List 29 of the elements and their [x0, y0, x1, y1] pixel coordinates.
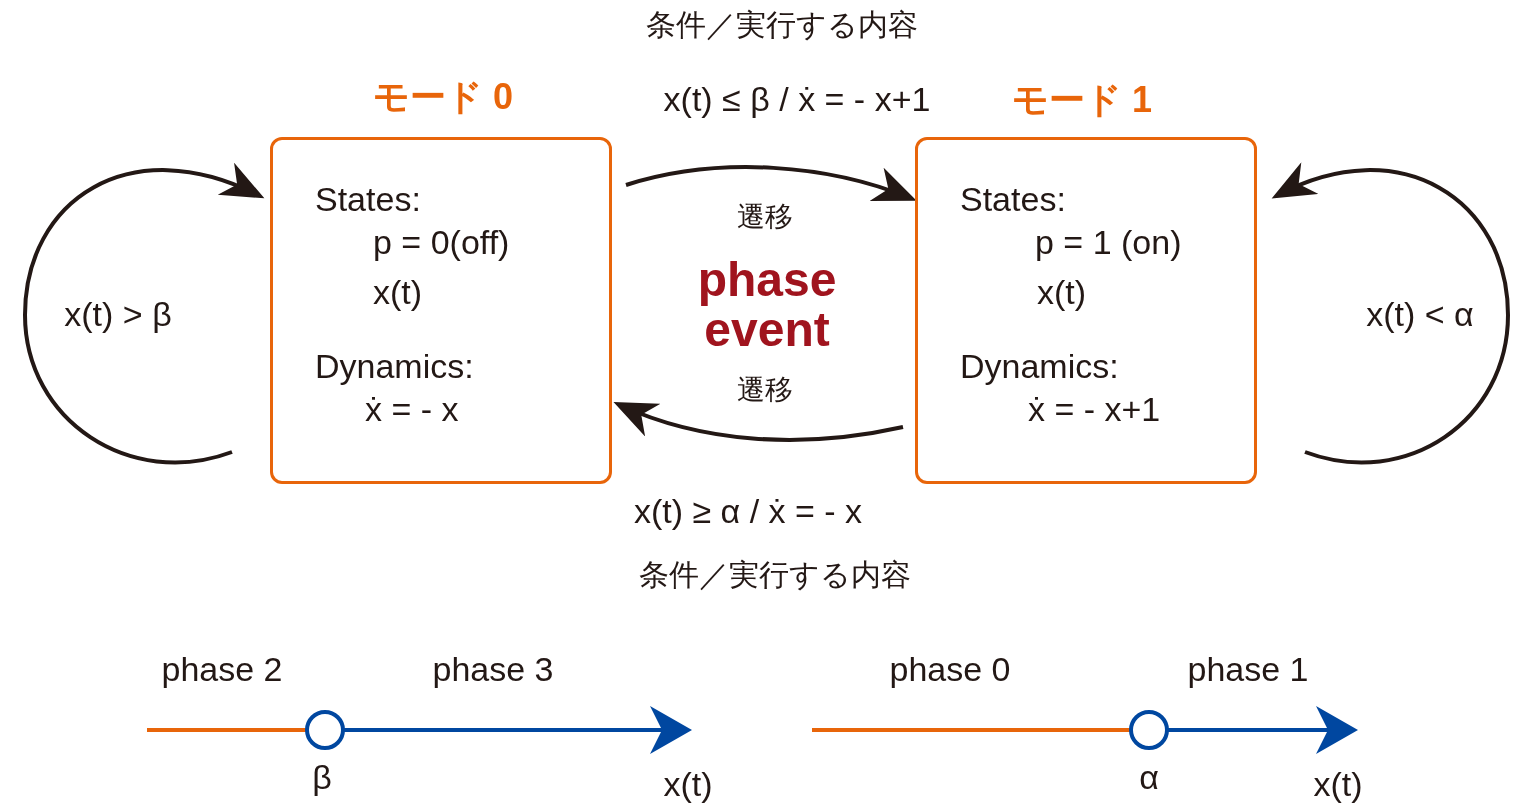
arrow [625, 165, 917, 203]
phase-label: phase 1 [1187, 650, 1309, 690]
phase-label: phase 3 [432, 650, 554, 690]
transition-text: 遷移 [737, 200, 793, 234]
state-text: x(t) [1037, 273, 1087, 313]
state-text: ẋ = - x [365, 390, 459, 430]
note-text: 条件／実行する内容 [646, 7, 918, 43]
state-text: Dynamics: [960, 347, 1119, 387]
state-text: x(t) [373, 273, 423, 313]
axis-label: x(t) [663, 765, 713, 803]
loop-arrow [23, 164, 265, 465]
phase-event-title: phase event [696, 255, 838, 355]
arrow [613, 402, 904, 442]
state-text: p = 0(off) [373, 223, 510, 263]
mode-heading: モード 0 [373, 76, 514, 118]
mode-heading: モード 1 [1012, 79, 1153, 121]
state-text: States: [315, 180, 421, 220]
state-text: p = 1 (on) [1035, 223, 1182, 263]
state-text: States: [960, 180, 1066, 220]
loop-arrow [1271, 163, 1510, 465]
state-text: ẋ = - x+1 [1028, 390, 1161, 430]
threshold-label: α [1139, 758, 1159, 798]
phase-label: phase 2 [161, 650, 283, 690]
axis-label: x(t) [1313, 765, 1363, 803]
phase-label: phase 0 [889, 650, 1011, 690]
transition-text: 遷移 [737, 373, 793, 407]
note-text: 条件／実行する内容 [639, 557, 911, 593]
threshold-label: β [312, 758, 332, 798]
state-text: Dynamics: [315, 347, 474, 387]
